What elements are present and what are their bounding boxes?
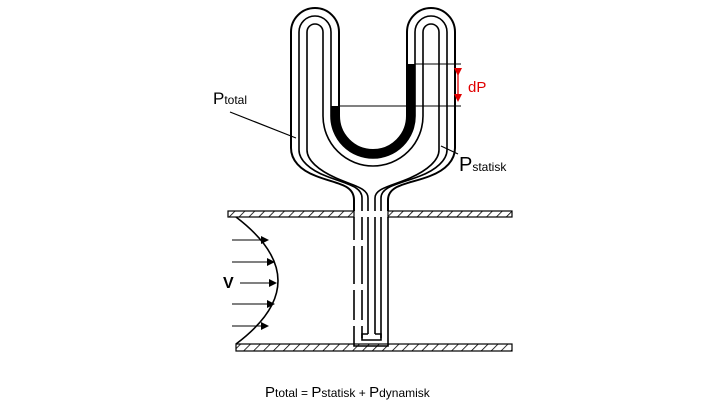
eq-term1-main: P — [311, 384, 321, 401]
pitot-probe — [353, 217, 389, 347]
dp-label: dP — [468, 79, 486, 96]
eq-term1-sub: statisk — [321, 386, 356, 400]
p-statisk-label: Pstatisk — [459, 154, 507, 176]
pipe-top-wall — [227, 210, 513, 218]
pipe-bottom-wall — [235, 343, 513, 352]
p-statisk-leader — [440, 145, 459, 155]
p-total-leader — [229, 111, 297, 139]
manometer-fluid — [331, 64, 415, 158]
eq-term2-main: P — [369, 384, 379, 401]
pressure-equation: Ptotal = Pstatisk + Pdynamisk — [265, 384, 431, 401]
velocity-profile-curve — [235, 216, 279, 345]
eq-lhs-main: P — [265, 384, 275, 401]
eq-equals: = — [298, 386, 312, 400]
velocity-arrows — [232, 236, 277, 330]
velocity-label: V — [223, 275, 234, 292]
eq-lhs-sub: total — [275, 386, 298, 400]
manometer-u-tube — [290, 7, 456, 211]
eq-plus: + — [355, 386, 369, 400]
p-total-label: Ptotal — [213, 89, 247, 108]
eq-term2-sub: dynamisk — [379, 386, 431, 400]
